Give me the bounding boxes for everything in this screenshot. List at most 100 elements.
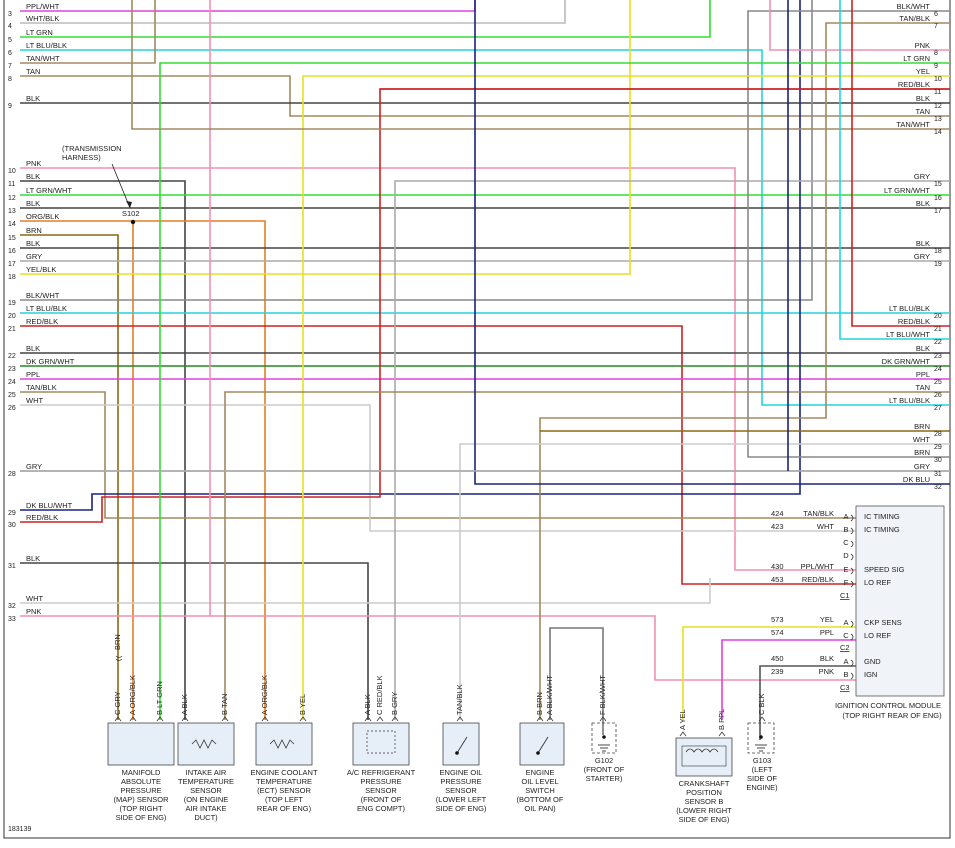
wire-label: BLK xyxy=(26,199,40,208)
wire-dk-blu-r32 xyxy=(474,0,950,485)
wire-label: DK GRN/WHT xyxy=(26,357,75,366)
wire-number: 15 xyxy=(8,235,16,242)
wire-label: LT BLU/BLK xyxy=(889,396,930,405)
caption-line: (FRONT OF xyxy=(361,795,402,804)
wire-label: BRN xyxy=(26,226,42,235)
wire-blk-11 xyxy=(20,180,186,720)
wire-label: GRY xyxy=(26,462,42,471)
circuit-number: 453 xyxy=(771,575,784,584)
caption-line: SIDE OF ENG) xyxy=(436,804,487,813)
wire-number: 33 xyxy=(8,616,16,623)
wire-label: BLK xyxy=(916,239,930,248)
caption-line: ENGINE xyxy=(526,768,555,777)
caption-line: G103 xyxy=(753,756,771,765)
wire-color: WHT xyxy=(817,522,834,531)
wire-label: DK GRN/WHT xyxy=(882,357,931,366)
wire-yel-r10 xyxy=(302,75,950,720)
wire-label: BLK xyxy=(26,94,40,103)
wire-label: WHT xyxy=(26,396,43,405)
wire-number: 30 xyxy=(934,457,942,464)
caption-line: SWITCH xyxy=(525,786,555,795)
right-wire-22: LT BLU/WHT 22 xyxy=(886,330,942,346)
wire-pnk-33 xyxy=(20,615,856,681)
wire-tan-r26 xyxy=(224,391,950,720)
caption-line: POSITION xyxy=(686,788,722,797)
wire-label: WHT xyxy=(913,435,930,444)
wire-blk-wht-19 xyxy=(20,0,813,301)
caption-line: (TOP RIGHT xyxy=(119,804,162,813)
caption-line: (FRONT OF xyxy=(584,765,625,774)
icm-pin-d: D xyxy=(843,551,854,561)
wire-label: LT GRN/WHT xyxy=(884,186,930,195)
wire-number: 21 xyxy=(8,326,16,333)
wire-dk-blu-wht-29 xyxy=(20,0,801,511)
pin-label: B YEL xyxy=(298,694,307,715)
caption-line: TEMPERATURE xyxy=(256,777,312,786)
wire-number: 27 xyxy=(934,405,942,412)
wire-number: 32 xyxy=(8,603,16,610)
wire-brn-15 xyxy=(20,234,119,720)
wire-tan-8 xyxy=(20,75,950,117)
circuit-number: 430 xyxy=(771,562,784,571)
wire-color: PPL/WHT xyxy=(801,562,835,571)
caption-line: AIR INTAKE xyxy=(185,804,226,813)
pin-function: IC TIMING xyxy=(864,525,900,534)
wire-number: 22 xyxy=(934,339,942,346)
pin-label: C GRY xyxy=(113,691,122,715)
caption-line: REAR OF ENG) xyxy=(257,804,312,813)
wire-label: LT BLU/WHT xyxy=(886,330,930,339)
wire-label: LT GRN/WHT xyxy=(26,186,72,195)
wire-label: YEL xyxy=(916,67,930,76)
wire-number: 31 xyxy=(8,563,16,570)
caption-line: MANIFOLD xyxy=(122,768,161,777)
wire-number: 23 xyxy=(934,353,942,360)
caption-line: ABSOLUTE xyxy=(121,777,161,786)
caption-line: SIDE OF xyxy=(747,774,777,783)
caption-line: (LOWER RIGHT xyxy=(676,806,732,815)
caption-line: ENGINE OIL xyxy=(440,768,483,777)
pin-label: C BLK xyxy=(757,693,766,715)
wire-number: 10 xyxy=(934,76,942,83)
wire-label: PNK xyxy=(915,41,930,50)
caption-line: PRESSURE xyxy=(120,786,161,795)
wire-blk-wht-r6 xyxy=(747,10,950,458)
left-wire-12: 12 LT GRN/WHT xyxy=(8,186,72,202)
left-wire-15: 15 BRN xyxy=(8,226,42,242)
wire-number: 10 xyxy=(8,168,16,175)
right-wire-10: YEL 10 xyxy=(916,67,942,83)
wire-number: 22 xyxy=(8,353,16,360)
left-wire-28: 28 GRY xyxy=(8,462,42,478)
pin-letter: A xyxy=(843,618,848,627)
wire-number: 3 xyxy=(8,11,12,18)
wire-label: BLK xyxy=(916,199,930,208)
wire-number: 12 xyxy=(8,195,16,202)
wire-label: PPL xyxy=(916,370,930,379)
wire-label: TAN xyxy=(916,383,930,392)
wire-number: 28 xyxy=(8,471,16,478)
caption-line: OIL PAN) xyxy=(524,804,556,813)
wire-number: 24 xyxy=(934,366,942,373)
caption-line: PRESSURE xyxy=(360,777,401,786)
wire-label: LT GRN xyxy=(903,54,930,63)
pin-label: A ORG/BLK xyxy=(128,675,137,715)
caption-line: CRANKSHAFT xyxy=(679,779,730,788)
